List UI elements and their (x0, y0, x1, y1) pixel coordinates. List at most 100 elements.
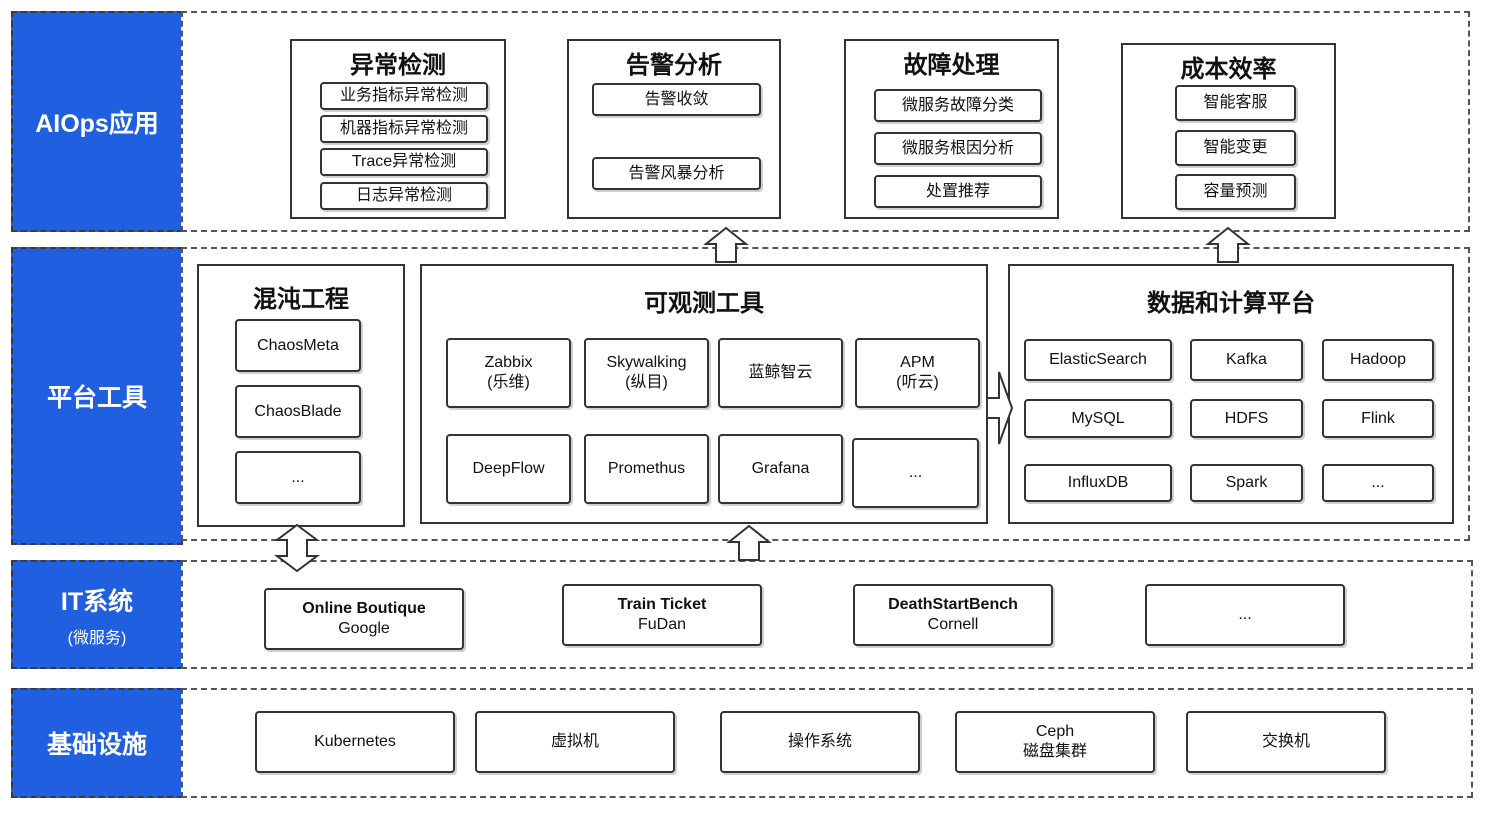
tool-box[interactable]: Skywalking (纵目) (584, 338, 709, 408)
group-title: 异常检测 (350, 52, 446, 79)
capability-label: 业务指标异常检测 (339, 87, 468, 104)
infra-box[interactable]: Kubernetes (255, 711, 455, 773)
infra-box[interactable]: 虚拟机 (475, 711, 675, 773)
group-title: 混沌工程 (253, 286, 349, 313)
it-system-box[interactable]: Online Boutique Google (264, 588, 464, 650)
layer-label-it: IT系统 (微服务) (11, 560, 183, 669)
platform-box[interactable]: ElasticSearch (1024, 339, 1172, 381)
tool-box[interactable]: Promethus (584, 434, 709, 504)
it-system-name: Online Boutique (302, 600, 426, 617)
infra-label: 虚拟机 (550, 733, 599, 750)
layer-title: 平台工具 (46, 384, 147, 412)
platform-box[interactable]: Spark (1190, 464, 1303, 502)
capability-box[interactable]: 告警风暴分析 (592, 157, 761, 190)
platform-box[interactable]: Hadoop (1322, 339, 1434, 381)
it-system-org: Google (338, 620, 390, 637)
platform-box[interactable]: HDFS (1190, 399, 1303, 438)
group-title: 可观测工具 (644, 290, 764, 317)
it-system-name: DeathStartBench (888, 596, 1018, 613)
platform-box[interactable]: ... (1322, 464, 1434, 502)
platform-box[interactable]: Kafka (1190, 339, 1303, 381)
it-system-org: Cornell (927, 616, 979, 633)
infra-label: 交换机 (1261, 733, 1310, 750)
tool-box[interactable]: Grafana (718, 434, 843, 504)
tool-box[interactable]: 蓝鲸智云 (718, 338, 843, 408)
platform-label: Kafka (1226, 351, 1267, 368)
capability-label: 微服务故障分类 (901, 96, 1014, 114)
tool-sublabel: (纵目) (625, 374, 668, 391)
tool-box[interactable]: APM(听云) (855, 338, 980, 408)
capability-label: 智能变更 (1203, 139, 1268, 156)
layer-label-platform: 平台工具 (11, 247, 183, 545)
capability-box[interactable]: Trace异常检测 (320, 148, 488, 176)
capability-label: Trace异常检测 (351, 153, 457, 170)
tool-box[interactable]: ... (235, 451, 361, 504)
group-title: 告警分析 (626, 52, 722, 79)
capability-box[interactable]: 机器指标异常检测 (320, 115, 488, 143)
infra-label: Kubernetes (314, 733, 396, 750)
platform-label: ElasticSearch (1049, 351, 1147, 368)
capability-box[interactable]: 微服务故障分类 (874, 89, 1042, 122)
tool-label: Skywalking (606, 354, 687, 371)
tool-box[interactable]: ... (852, 438, 979, 508)
it-system-org: FuDan (637, 616, 687, 633)
capability-label: 智能客服 (1203, 94, 1268, 111)
infra-label: 操作系统 (787, 733, 852, 750)
tool-box[interactable]: ChaosMeta (235, 319, 361, 372)
capability-box[interactable]: 告警收敛 (592, 83, 761, 116)
layer-title: 基础设施 (46, 731, 147, 759)
platform-label: Spark (1225, 474, 1268, 491)
group-fault-handling: 故障处理 微服务故障分类 微服务根因分析 处置推荐 (844, 39, 1059, 219)
it-system-box[interactable]: DeathStartBench Cornell (853, 584, 1053, 646)
infra-box[interactable]: 交换机 (1186, 711, 1386, 773)
group-cost-efficiency: 成本效率 智能客服 智能变更 容量预测 (1121, 43, 1336, 219)
capability-box[interactable]: 日志异常检测 (320, 182, 488, 210)
capability-label: 微服务根因分析 (901, 139, 1014, 157)
platform-box[interactable]: Flink (1322, 399, 1434, 438)
tool-sublabel: (听云) (896, 374, 939, 391)
tool-label: Zabbix (484, 354, 533, 371)
tool-sublabel: (乐维) (487, 374, 530, 391)
layer-subtitle: (微服务) (67, 629, 127, 647)
infra-box[interactable]: 操作系统 (720, 711, 920, 773)
platform-label: Flink (1361, 409, 1395, 427)
group-chaos-engineering: 混沌工程 ChaosMeta ChaosBlade ... (197, 264, 405, 527)
tool-label: ... (291, 468, 305, 486)
capability-label: 告警风暴分析 (628, 164, 725, 182)
platform-label: InfluxDB (1067, 474, 1129, 491)
it-system-name: Train Ticket (617, 596, 707, 613)
tool-box[interactable]: ChaosBlade (235, 385, 361, 438)
it-system-box[interactable]: ... (1145, 584, 1345, 646)
tool-box[interactable]: DeepFlow (446, 434, 571, 504)
tool-box[interactable]: Zabbix (乐维) (446, 338, 571, 408)
capability-box[interactable]: 处置推荐 (874, 175, 1042, 208)
capability-box[interactable]: 微服务根因分析 (874, 132, 1042, 165)
capability-box[interactable]: 容量预测 (1175, 174, 1296, 210)
capability-box[interactable]: 业务指标异常检测 (320, 82, 488, 110)
capability-box[interactable]: 智能客服 (1175, 85, 1296, 121)
it-system-name: ... (1238, 606, 1252, 623)
capability-label: 容量预测 (1203, 183, 1268, 200)
capability-label: 机器指标异常检测 (339, 120, 468, 137)
platform-label: HDFS (1224, 409, 1269, 427)
capability-box[interactable]: 智能变更 (1175, 130, 1296, 166)
infra-sublabel: 磁盘集群 (1022, 743, 1087, 760)
platform-label: MySQL (1071, 409, 1125, 427)
infra-box[interactable]: Ceph 磁盘集群 (955, 711, 1155, 773)
tool-label: DeepFlow (472, 460, 545, 477)
tool-label: ChaosBlade (254, 402, 342, 420)
platform-box[interactable]: MySQL (1024, 399, 1172, 438)
tool-label: ChaosMeta (257, 336, 339, 354)
tool-label: Promethus (607, 460, 686, 477)
platform-label: Hadoop (1349, 351, 1407, 368)
infra-label: Ceph (1035, 723, 1075, 740)
it-system-box[interactable]: Train Ticket FuDan (562, 584, 762, 646)
layer-label-infra: 基础设施 (11, 688, 183, 798)
layer-title: IT系统 (60, 587, 134, 616)
tool-label: 蓝鲸智云 (748, 364, 813, 381)
group-observability-tools: 可观测工具 Zabbix (乐维) Skywalking (纵目) 蓝鲸智云 APM… (420, 264, 988, 524)
group-anomaly-detection: 异常检测 业务指标异常检测 机器指标异常检测 Trace异常检测 日志异常检测 (290, 39, 506, 219)
platform-box[interactable]: InfluxDB (1024, 464, 1172, 502)
layer-title: AIOps应用 (35, 109, 159, 138)
group-data-compute-platform: 数据和计算平台 ElasticSearch Kafka Hadoop MySQL… (1008, 264, 1454, 524)
